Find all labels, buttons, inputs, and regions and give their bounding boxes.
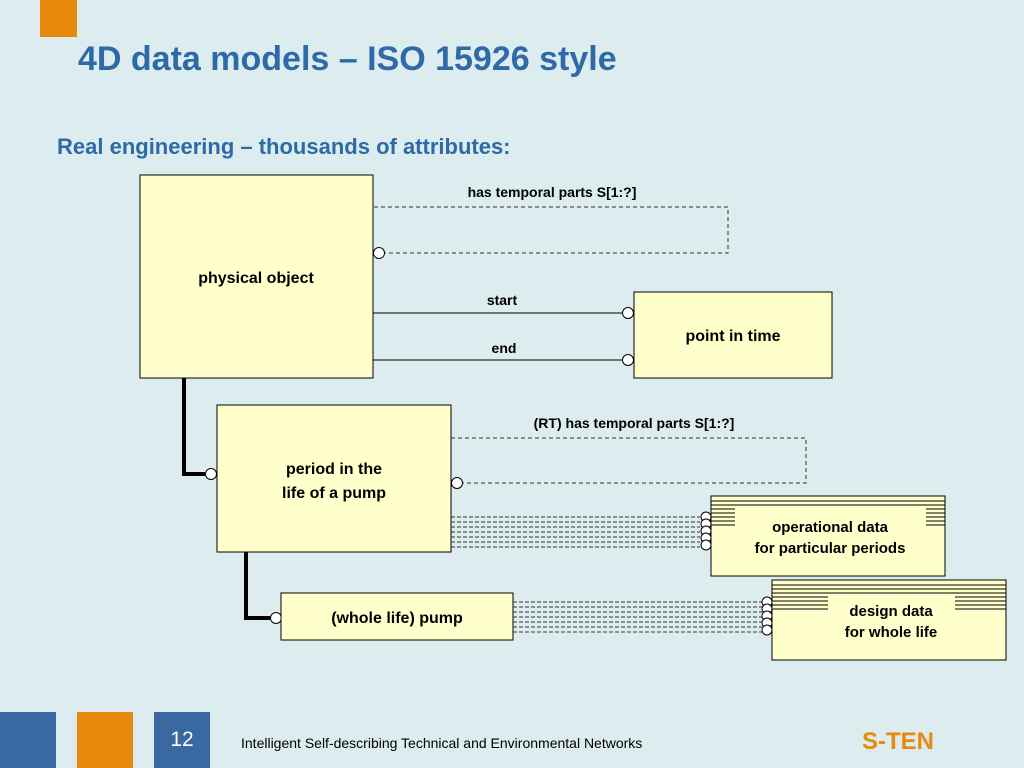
point-in-time-label: point in time: [685, 328, 780, 345]
design-data-circles: [761, 596, 773, 636]
has-temporal-parts-label: has temporal parts S[1:?]: [468, 184, 637, 200]
operational-data-connectors: [451, 516, 700, 548]
start-relation: start: [373, 292, 634, 319]
slide-number: 12: [170, 728, 194, 751]
operational-data-entity: operational data for particular periods: [710, 495, 946, 577]
operational-data-label-line1: operational data: [772, 519, 889, 536]
slide-subtitle: Real engineering – thousands of attribut…: [57, 134, 511, 159]
design-data-entity: design data for whole life: [771, 579, 1007, 661]
operational-data-circles: [700, 511, 712, 551]
has-temporal-parts-relation: has temporal parts S[1:?]: [373, 184, 729, 259]
period-label-line1: period in the: [286, 461, 382, 478]
period-entity: period in the life of a pump: [216, 404, 452, 553]
point-in-time-entity: point in time: [633, 291, 833, 379]
top-decor-square: [40, 0, 77, 37]
design-data-connectors: [513, 601, 762, 633]
footer-blue-square-2: [154, 712, 210, 768]
whole-life-pump-label: (whole life) pump: [331, 610, 463, 627]
operational-data-label-line2: for particular periods: [755, 540, 906, 557]
physical-object-entity: physical object: [139, 174, 374, 379]
design-data-label-line1: design data: [849, 603, 933, 620]
end-label: end: [492, 340, 517, 356]
start-label: start: [487, 292, 518, 308]
design-data-label-line2: for whole life: [845, 624, 938, 641]
period-label-line2: life of a pump: [282, 485, 386, 502]
footer-orange-square: [77, 712, 133, 768]
subtype-connector-pump: [244, 552, 282, 624]
whole-life-pump-entity: (whole life) pump: [280, 592, 514, 641]
brand-logo-text: S-TEN: [862, 728, 934, 755]
rt-has-temporal-parts-label: (RT) has temporal parts S[1:?]: [534, 415, 735, 431]
rt-has-temporal-parts-relation: (RT) has temporal parts S[1:?]: [451, 415, 807, 489]
footer-blue-square-1: [0, 712, 56, 768]
data-model-diagram: has temporal parts S[1:?] physical objec…: [139, 174, 1007, 661]
end-relation: end: [373, 340, 634, 366]
subtype-connector-period: [182, 378, 217, 480]
physical-object-label: physical object: [198, 270, 314, 287]
slide-title: 4D data models – ISO 15926 style: [78, 40, 617, 78]
footer-text: Intelligent Self-describing Technical an…: [241, 735, 643, 751]
